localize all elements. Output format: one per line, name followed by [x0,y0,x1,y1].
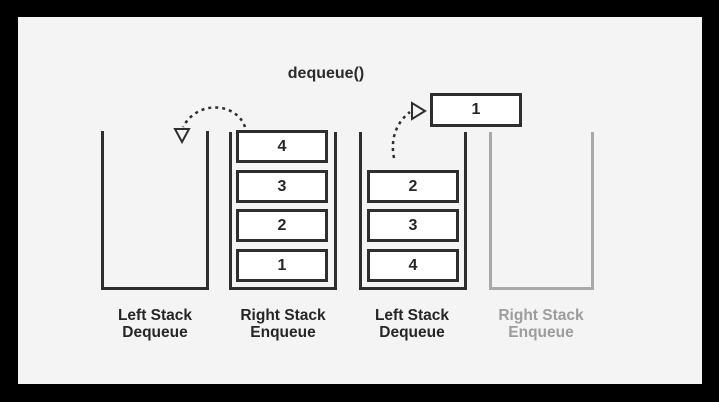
stack-label-right-enqueue-after: Right Stack Enqueue [498,307,583,341]
operation-title: dequeue() [287,65,365,82]
dequeued-item-box: 1 [430,93,522,127]
stack-item-box: 3 [367,209,459,242]
stack-label-line: Enqueue [508,324,574,341]
stack-label-line: Left Stack [374,307,450,324]
stack-item-box: 4 [236,130,328,163]
stack-label-line: Dequeue [379,324,445,341]
stack-item-box: 2 [367,170,459,203]
stack-item-box: 1 [236,249,328,282]
stack-label-right-enqueue-before: Right Stack Enqueue [240,307,325,341]
diagram-canvas: dequeue() 4 3 2 1 2 3 4 1 Left Stack Deq… [18,17,702,384]
transfer-arrow-curve [181,106,247,128]
stack-container-left-dequeue-before [101,131,209,290]
stack-label-line: Enqueue [250,324,316,341]
stack-item-box: 3 [236,170,328,203]
stack-item-box: 2 [236,209,328,242]
stack-label-left-dequeue-before: Left Stack Dequeue [118,307,192,341]
stack-label-line: Left Stack [117,307,193,324]
stack-container-right-enqueue-before [229,132,337,290]
stack-container-left-dequeue-after [359,132,467,290]
stack-item-box: 4 [367,249,459,282]
stack-label-line: Right Stack [498,307,584,324]
stack-container-right-enqueue-after [489,132,594,290]
stack-label-left-dequeue-after: Left Stack Dequeue [375,307,449,341]
pop-arrowhead-right-icon [411,101,427,121]
stack-label-line: Dequeue [122,324,188,341]
stack-label-line: Right Stack [240,307,326,324]
